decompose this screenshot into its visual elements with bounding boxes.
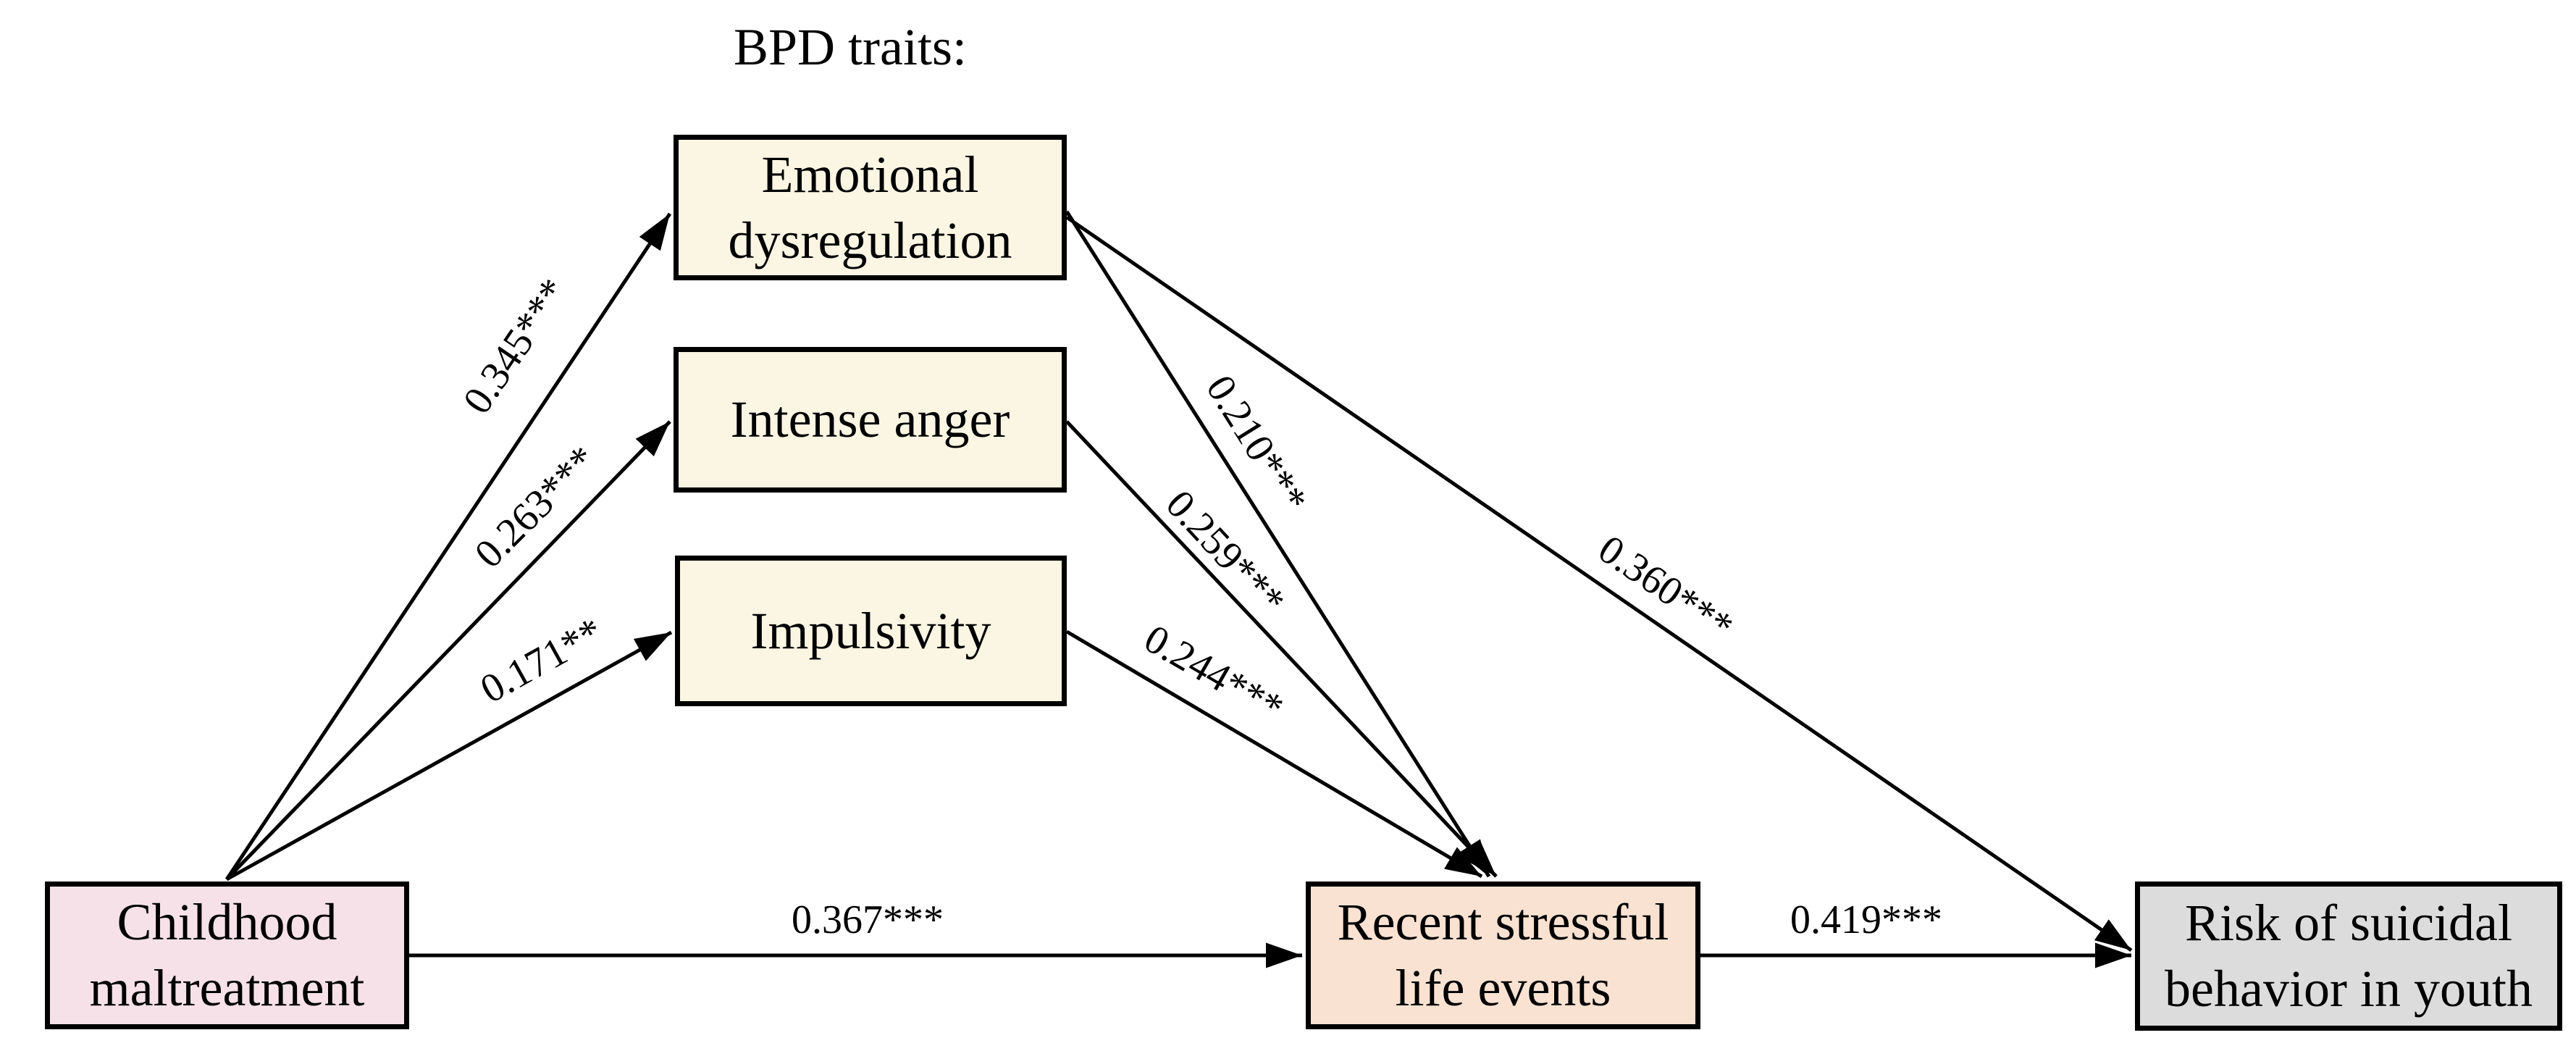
node-label-risk-of-suicidal-behavior-in-youth: Risk of suicidal behavior in youth [2165, 894, 2533, 1018]
edge-emotional-dysregulation-rsle-line [1065, 210, 1491, 878]
node-risk-of-suicidal-behavior-in-youth: Risk of suicidal behavior in youth [2135, 882, 2562, 1031]
edge-cm-emotional-dysregulation-line [225, 212, 672, 881]
diagram-title: BPD traits: [733, 18, 968, 76]
node-intense-anger: Intense anger [674, 347, 1067, 493]
node-childhood-maltreatment: Childhood maltreatment [45, 882, 409, 1029]
node-label-recent-stressful-life-events: Recent stressful life events [1337, 893, 1669, 1017]
edge-cm-impulsivity-line [225, 630, 673, 882]
node-label-childhood-maltreatment: Childhood maltreatment [89, 893, 365, 1017]
edge-emotional-dysregulation-risk-line [1065, 215, 2133, 952]
edge-cm-intense-anger-line [225, 420, 671, 881]
node-recent-stressful-life-events: Recent stressful life events [1306, 882, 1700, 1029]
node-impulsivity: Impulsivity [675, 556, 1067, 706]
node-label-intense-anger: Intense anger [730, 390, 1010, 449]
edge-coefficient-cm-rsle: 0.367*** [792, 897, 944, 942]
node-label-impulsivity: Impulsivity [750, 601, 991, 660]
edge-coefficient-rsle-risk: 0.419*** [1790, 897, 1942, 942]
node-label-emotional-dysregulation: Emotional dysregulation [728, 145, 1012, 269]
edge-intense-anger-rsle-line [1065, 420, 1498, 878]
node-emotional-dysregulation: Emotional dysregulation [674, 135, 1067, 280]
edge-impulsivity-rsle-line [1065, 629, 1483, 879]
